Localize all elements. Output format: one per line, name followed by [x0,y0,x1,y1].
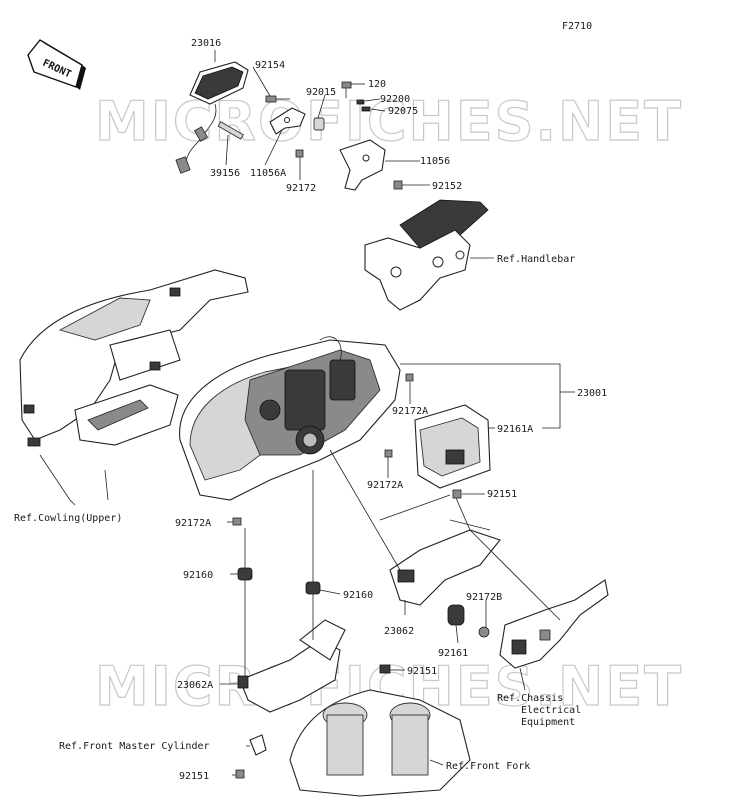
label-92154: 92154 [255,60,285,71]
label-23062: 23062 [384,626,414,637]
watermark-top: MICROFICHES.NET [95,90,683,153]
label-92172B: 92172B [466,592,502,603]
part-92172B-washer [478,626,490,638]
part-23062A-bracket [237,619,346,713]
part-92172A-screw-1 [405,373,414,382]
cowling-upper-assembly [19,269,249,447]
part-11056A-bracket [269,107,306,135]
part-11056-bracket [339,139,386,191]
label-120: 120 [368,79,386,90]
part-92172A-screw-2 [384,449,393,458]
label-92172A-1: 92172A [392,406,428,417]
part-92172-screw [295,149,304,158]
chassis-electrical-ref-assembly [499,579,609,669]
label-11056: 11056 [420,156,450,167]
front-arrow-icon: FRONT [27,39,86,90]
part-23001-headlight [179,336,401,501]
label-92151-2: 92151 [407,666,437,677]
part-23062-bracket [389,519,501,606]
label-92200: 92200 [380,94,410,105]
part-92015-collar [313,117,325,131]
label-92160-1: 92160 [183,570,213,581]
label-92172A-3: 92172A [175,518,211,529]
ref-chassis-line1: Ref.Chassis [497,693,563,704]
part-92161-grommet [447,604,465,626]
label-92172A-2: 92172A [367,480,403,491]
ref-chassis-line3: Equipment [521,717,575,728]
part-92152 [393,180,403,190]
part-92151-bolt-3 [235,769,245,779]
label-92151-3: 92151 [179,771,209,782]
master-cylinder-clamp [249,734,267,756]
part-92172A-screw-3 [232,517,242,526]
label-92161: 92161 [438,648,468,659]
label-92161A: 92161A [497,424,533,435]
label-11056A: 11056A [250,168,286,179]
part-92160-grommet-1 [237,567,253,581]
part-92075-washer [361,106,371,112]
part-120-bolt [341,81,352,98]
front-fork-ref-assembly [289,664,471,797]
ref-front-master-cylinder: Ref.Front Master Cylinder [59,741,210,752]
ref-chassis-line2: Electrical [521,705,581,716]
label-23001: 23001 [577,388,607,399]
label-92151-1: 92151 [487,489,517,500]
label-92152: 92152 [432,181,462,192]
ref-front-fork: Ref.Front Fork [446,761,530,772]
label-92075: 92075 [388,106,418,117]
label-39156: 39156 [210,168,240,179]
label-92015: 92015 [306,87,336,98]
reference-labels: Ref.Handlebar Ref.Cowling(Upper) Ref.Cha… [14,254,581,772]
part-92160-grommet-2 [305,581,321,595]
part-23016-lamp [175,61,249,174]
diagram-code: F2710 [562,21,592,32]
leader-lines [39,50,575,776]
part-92161A-module [414,404,491,489]
part-labels: 23016 92154 120 92015 92200 92075 39156 … [175,38,607,782]
handlebar-ref-assembly [364,199,489,311]
part-39156 [217,121,244,140]
part-92151-bolt-1 [452,489,462,499]
label-23016: 23016 [191,38,221,49]
part-92154-screw [265,95,290,103]
ref-cowling: Ref.Cowling(Upper) [14,513,122,524]
part-92200-washer [356,99,365,105]
label-92172-top: 92172 [286,183,316,194]
label-23062A: 23062A [177,680,213,691]
label-92160-2: 92160 [343,590,373,601]
ref-handlebar: Ref.Handlebar [497,254,575,265]
